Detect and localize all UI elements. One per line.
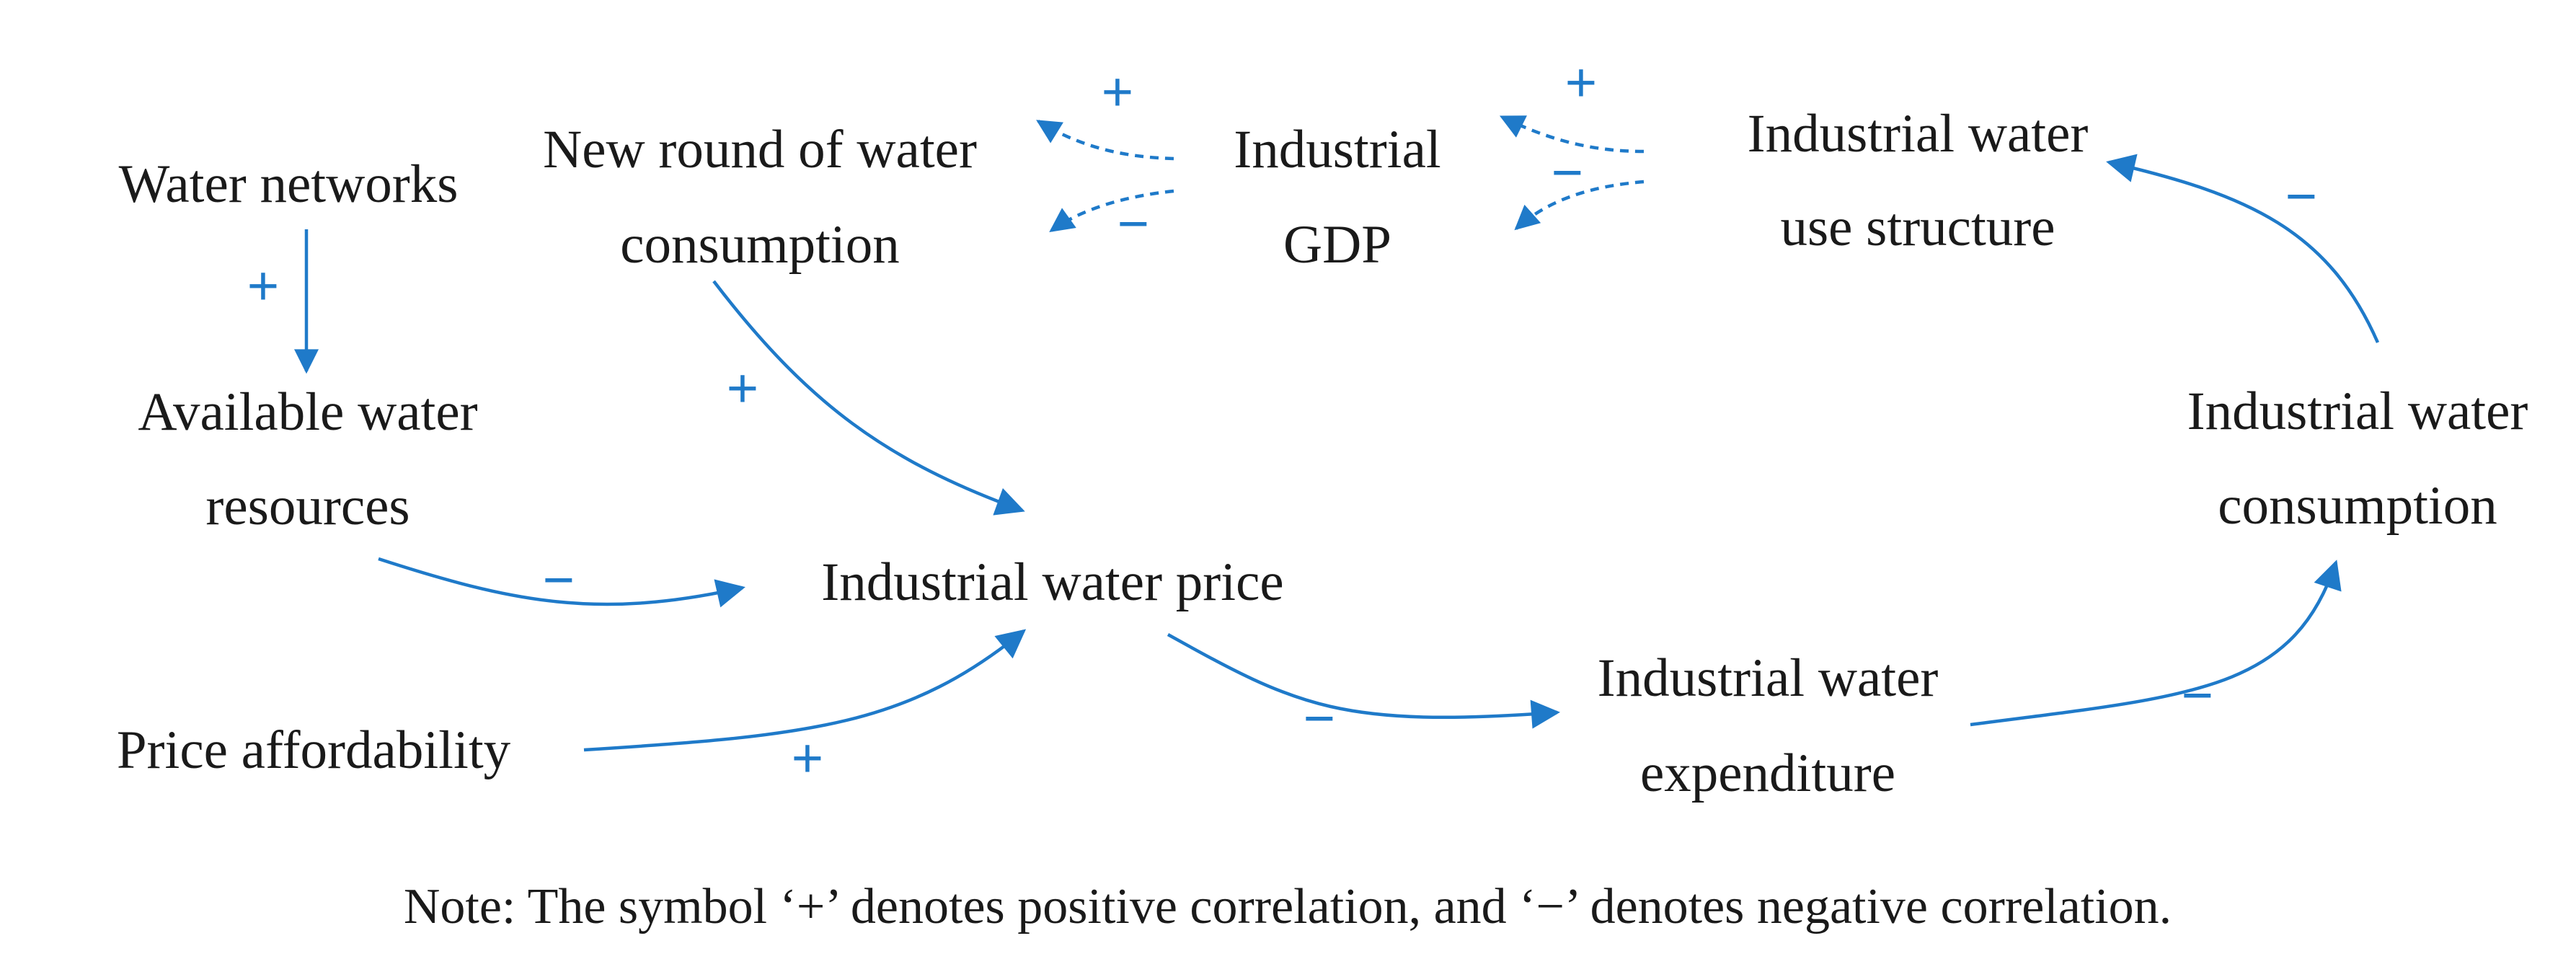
node-industrial-water-expenditure-line2: expenditure xyxy=(1640,743,1895,803)
sign-water-networks-to-available: + xyxy=(247,255,279,317)
sign-expenditure-to-consumption: − xyxy=(2182,665,2213,726)
arrow-available-to-price xyxy=(378,557,745,608)
sign-consumption-to-structure: − xyxy=(2285,166,2317,227)
arrow-price-to-expenditure xyxy=(1167,633,1560,729)
arrow-consumption-to-structure xyxy=(2106,154,2380,343)
node-available-water-resources-line1: Available water xyxy=(138,382,477,442)
node-industrial-water-price: Industrial water price xyxy=(821,552,1283,612)
sign-structure-to-gdp-upper: + xyxy=(1565,52,1597,113)
arrow-gdp-to-new-round-upper xyxy=(1036,120,1174,161)
sign-price-to-expenditure: − xyxy=(1304,688,1335,749)
node-industrial-water-use-structure-line1: Industrial water xyxy=(1748,104,2089,164)
sign-structure-to-gdp-lower: − xyxy=(1552,142,1583,203)
node-industrial-water-consumption-line2: consumption xyxy=(2218,476,2497,536)
node-industrial-water-use-structure-line2: use structure xyxy=(1780,198,2055,257)
node-industrial-water-expenditure-line1: Industrial water xyxy=(1598,648,1939,708)
node-new-round-line1: New round of water xyxy=(543,120,977,180)
node-available-water-resources-line2: resources xyxy=(205,477,410,536)
sign-gdp-to-new-round-lower: − xyxy=(1117,193,1149,255)
sign-available-to-price: − xyxy=(543,549,575,611)
arrow-expenditure-to-consumption xyxy=(1970,560,2342,727)
sign-new-round-to-price: + xyxy=(727,358,758,419)
node-water-networks: Water networks xyxy=(119,154,459,214)
sign-affordability-to-price: + xyxy=(792,728,823,789)
node-industrial-water-consumption-line1: Industrial water xyxy=(2187,381,2528,441)
arrow-gdp-to-new-round-lower xyxy=(1049,189,1174,232)
diagram-note: Note: The symbol ‘+’ denotes positive co… xyxy=(404,879,2172,934)
sign-gdp-to-new-round-upper: + xyxy=(1102,61,1133,123)
arrow-structure-to-gdp-upper xyxy=(1499,115,1645,154)
node-industrial-gdp-line1: Industrial xyxy=(1234,120,1440,180)
node-industrial-gdp-line2: GDP xyxy=(1283,215,1391,275)
node-price-affordability: Price affordability xyxy=(117,720,511,780)
arrow-new-round-to-price xyxy=(712,280,1025,516)
node-new-round-line2: consumption xyxy=(620,215,900,275)
arrow-structure-to-gdp-lower xyxy=(1514,180,1645,231)
arrow-affordability-to-price xyxy=(583,629,1027,752)
